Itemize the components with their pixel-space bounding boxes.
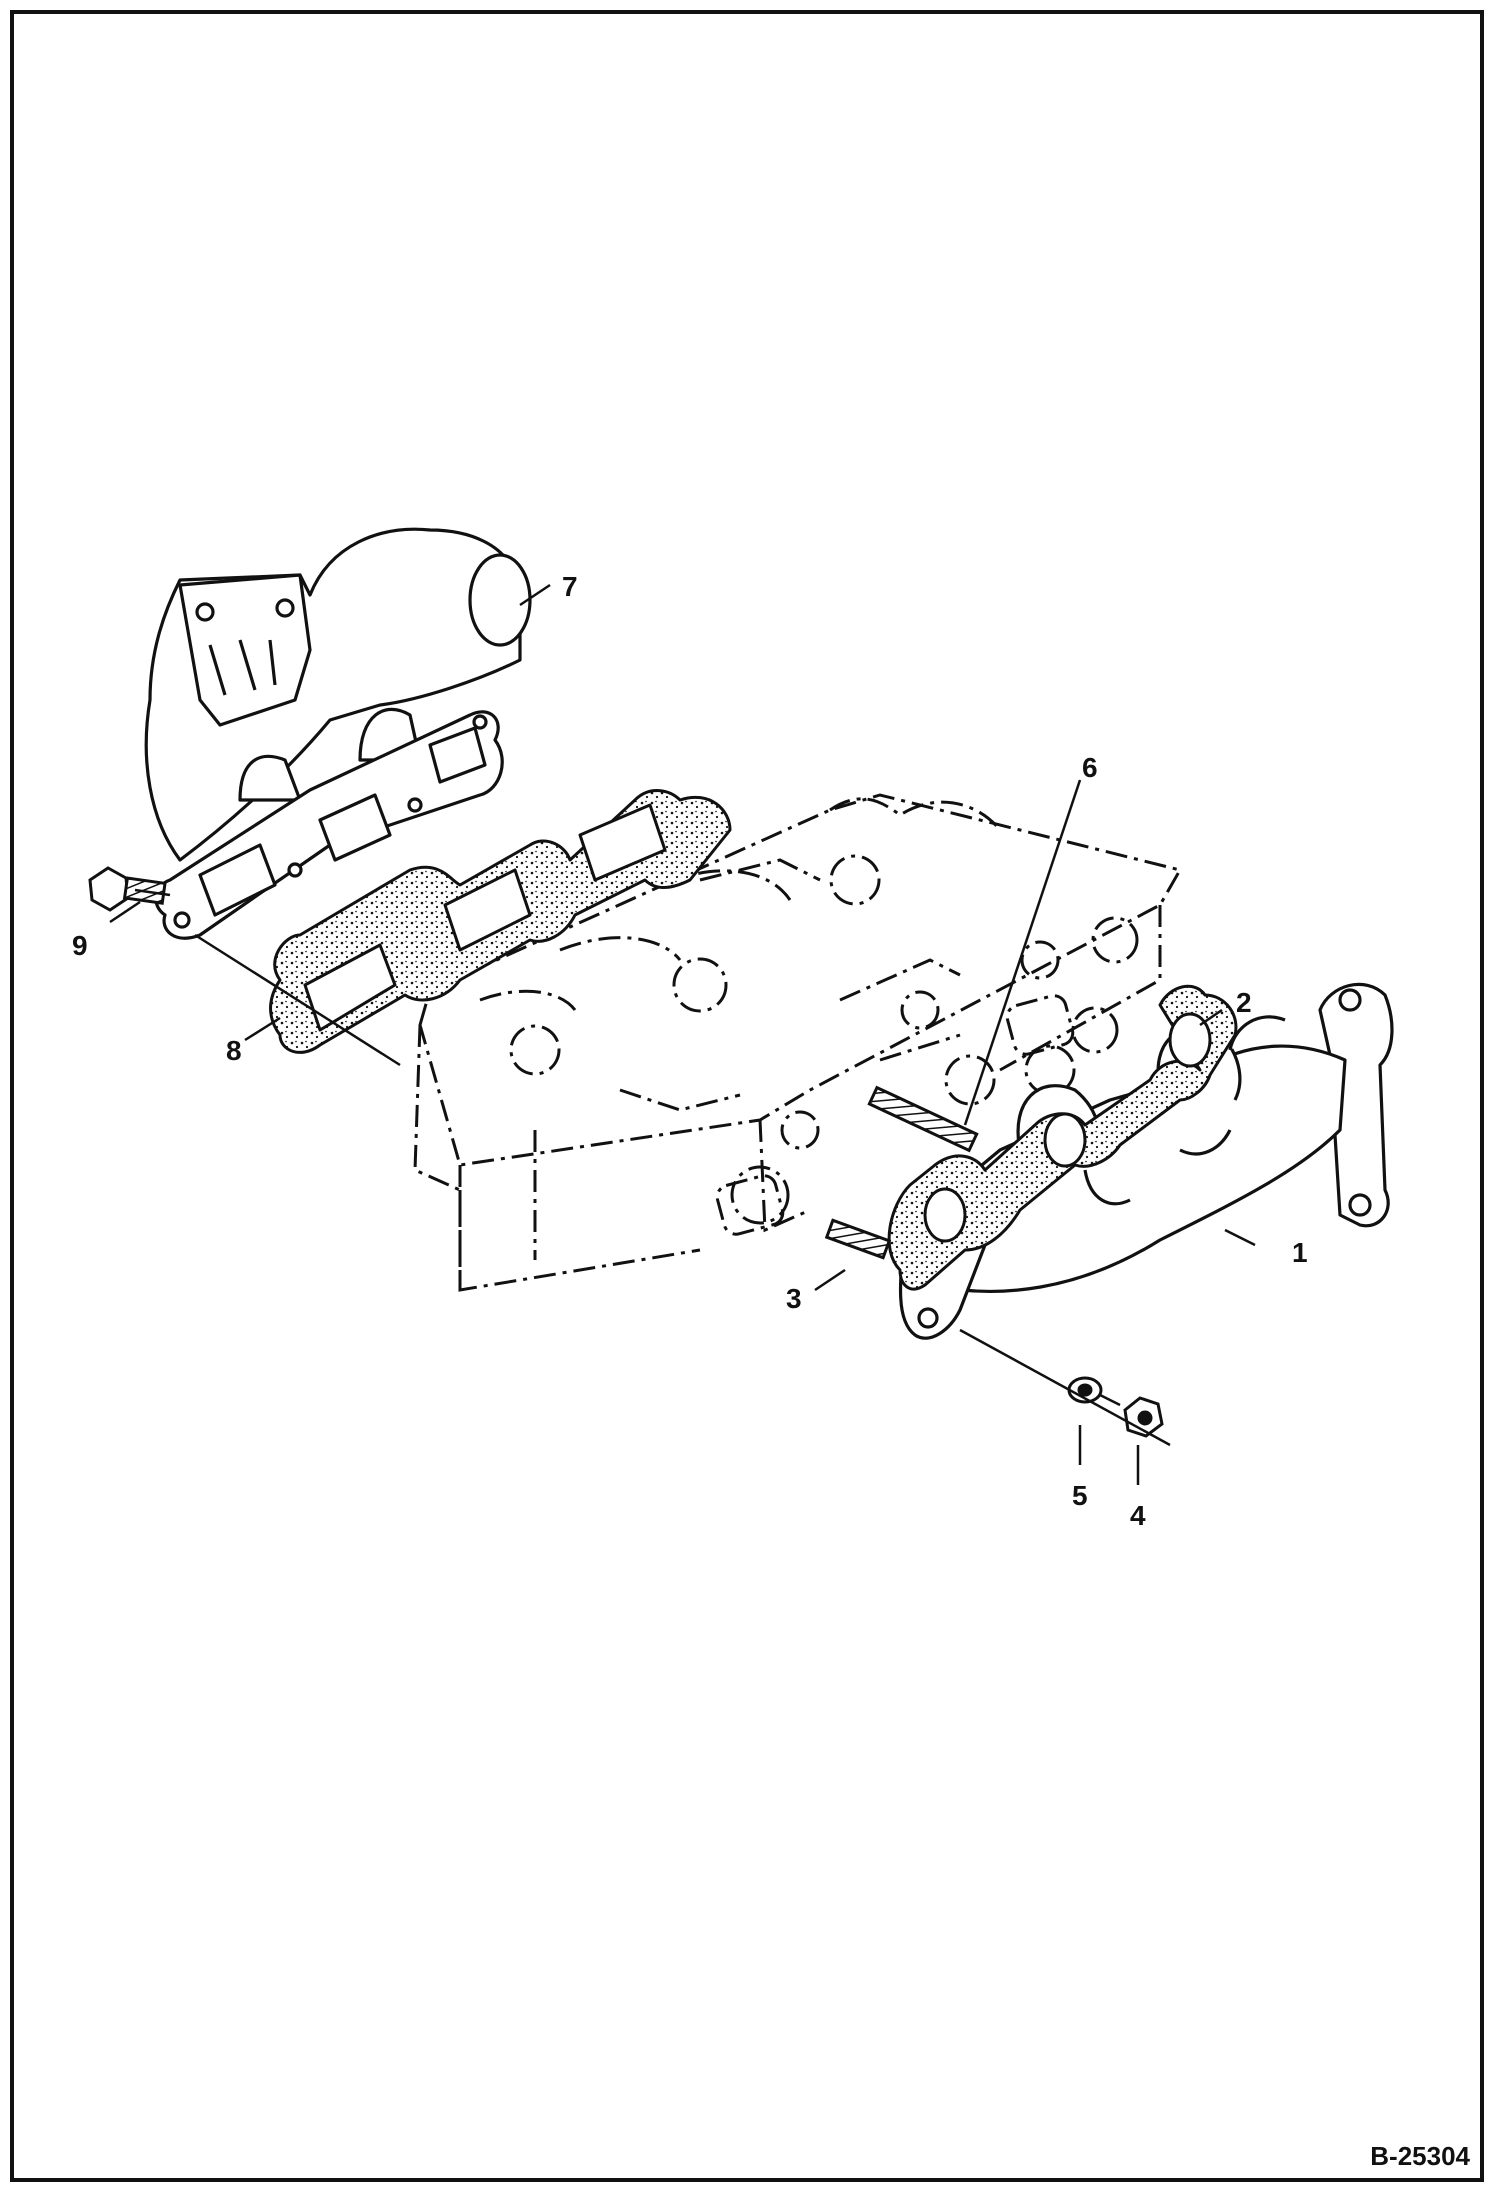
assembly-lines <box>134 888 1171 1447</box>
gasket-lower <box>887 984 1238 1291</box>
bolt-9 <box>88 866 167 912</box>
callout-8: 8 <box>226 1035 242 1066</box>
gasket-upper <box>269 789 732 1054</box>
page-frame <box>10 10 1484 2182</box>
callout-6: 6 <box>1082 752 1098 783</box>
exhaust-manifold-upper <box>144 527 532 940</box>
callout-3: 3 <box>786 1283 802 1314</box>
callout-5: 5 <box>1072 1480 1088 1511</box>
callout-leaders <box>109 583 1256 1485</box>
cylinder-head-phantom <box>413 793 1183 1292</box>
callout-1: 1 <box>1292 1237 1308 1268</box>
callout-9: 9 <box>72 930 88 961</box>
figure-id: B-25304 <box>1370 2141 1470 2171</box>
callout-4: 4 <box>1130 1500 1146 1531</box>
callout-7: 7 <box>562 571 578 602</box>
callout-2: 2 <box>1236 987 1252 1018</box>
stud-6 <box>867 1085 979 1153</box>
callout-labels: 1 2 3 4 5 6 7 8 9 <box>72 571 1308 1531</box>
stud-3 <box>824 1218 892 1260</box>
